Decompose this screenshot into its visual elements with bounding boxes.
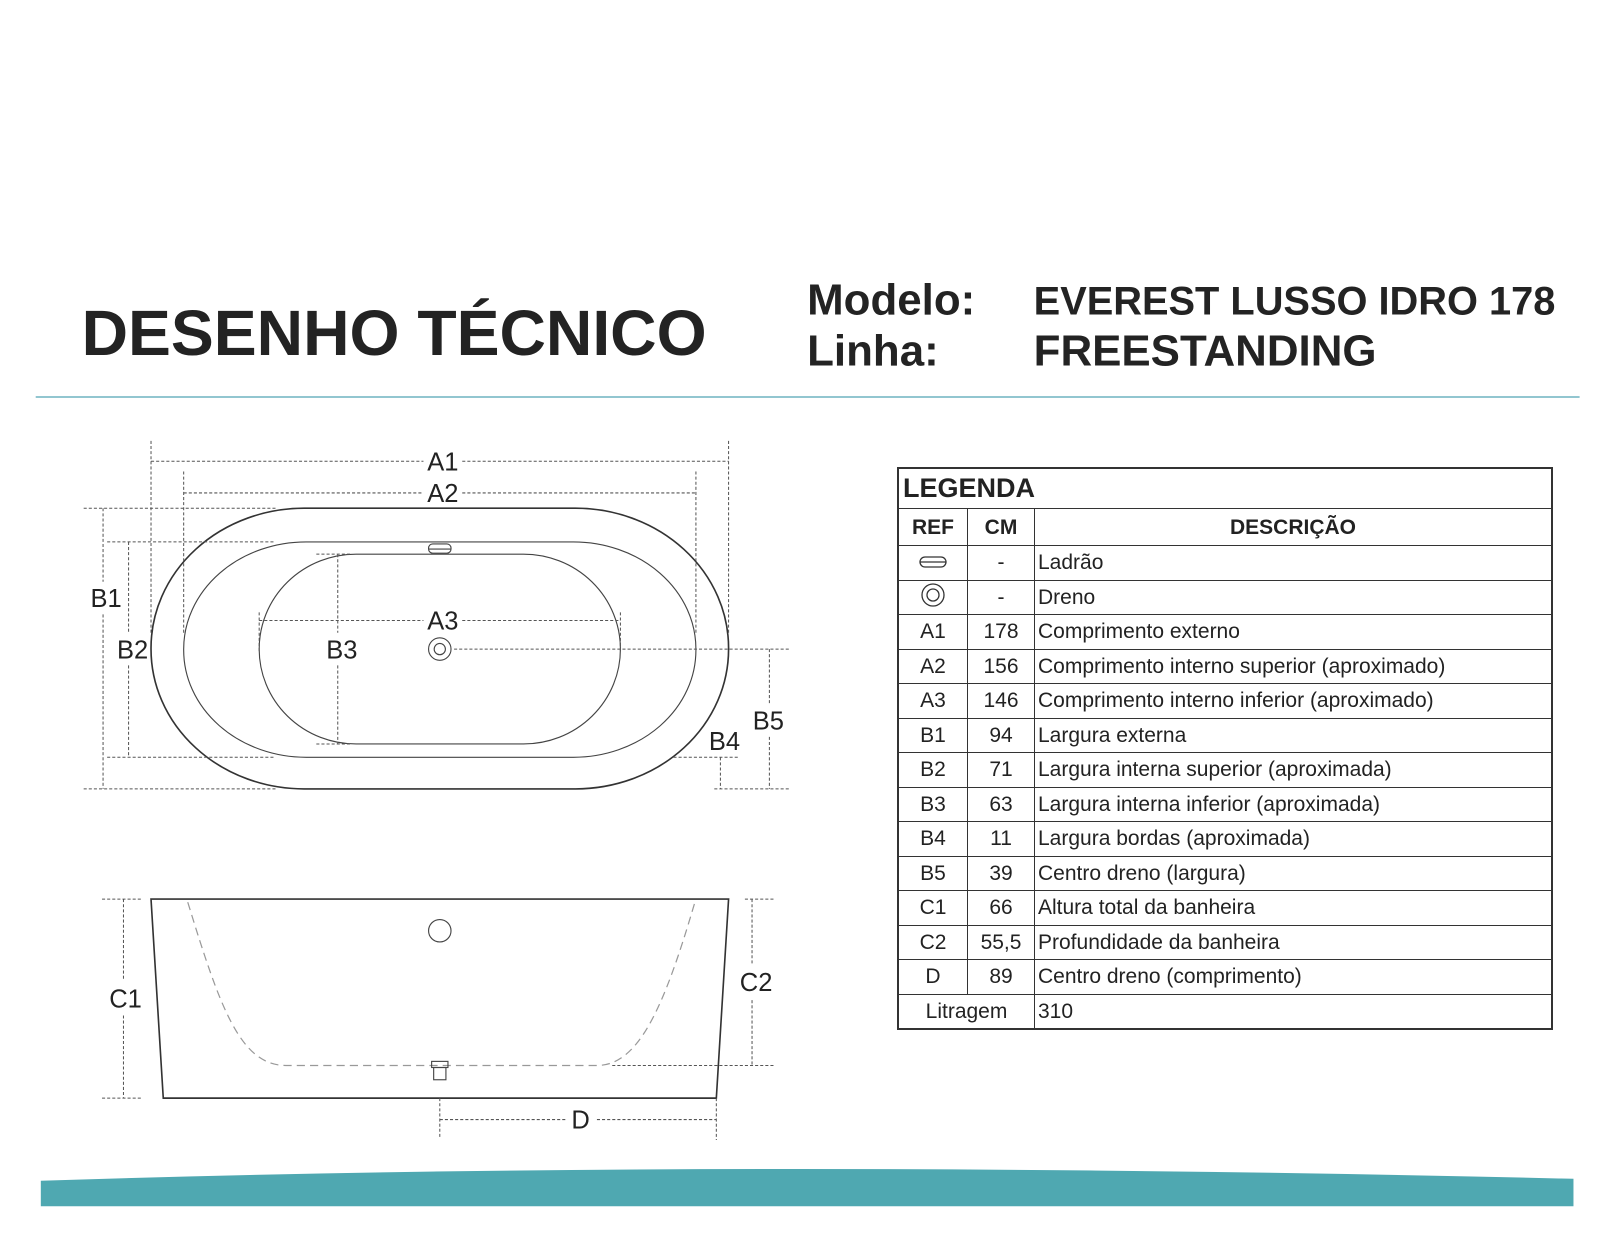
overflow-icon [428,543,452,554]
cm-value: 89 [967,959,1035,995]
drain-icon [897,579,968,615]
table-row: - Ladrão [897,545,1553,581]
description: Largura interna inferior (aproximada) [1034,786,1553,822]
drain-icon [428,637,452,661]
tub-profile [150,898,730,1099]
description: Centro dreno (largura) [1034,855,1553,891]
legend-table: LEGENDA REF CM DESCRIÇÃO - Ladrão - Dren… [897,467,1553,1030]
dim-label-c1: C1 [109,985,142,1013]
dim-label-d: D [571,1107,589,1135]
dim-label-b5: B5 [753,708,784,736]
ref: A3 [897,683,968,719]
dim-label-a1: A1 [427,448,458,476]
cm-value: 156 [967,648,1035,684]
overflow-icon [897,545,968,581]
table-row-litragem: Litragem 310 [897,993,1553,1030]
column-header-ref: REF [897,508,968,546]
ref: A1 [897,614,968,650]
description: Profundidade da banheira [1034,924,1553,960]
model-value: EVEREST LUSSO IDRO 178 [1034,279,1556,323]
page-title: DESENHO TÉCNICO [82,297,707,369]
outer-rim [150,507,730,790]
line-value: FREESTANDING [1034,326,1377,375]
legend-title: LEGENDA [897,467,1553,509]
ref: B4 [897,821,968,857]
litragem-label: Litragem [897,993,1035,1030]
overflow-hole [428,918,452,943]
table-row: - Dreno [897,579,1553,615]
cm-value: - [967,579,1035,615]
dim-label-b4: B4 [709,728,740,756]
ref: B5 [897,855,968,891]
dim-label-a2: A2 [427,480,458,508]
description: Comprimento interno superior (aproximado… [1034,648,1553,684]
cm-value: - [967,545,1035,581]
top-view: A1 A2 A3 B1 B2 B3 B4 B5 [83,440,791,790]
dim-label-b3: B3 [326,636,357,664]
side-view: C1 C2 D [102,898,774,1140]
cm-value: 63 [967,786,1035,822]
description: Altura total da banheira [1034,890,1553,926]
column-header-cm: CM [967,508,1035,546]
cm-value: 11 [967,821,1035,857]
ref: B2 [897,752,968,788]
column-header-description: DESCRIÇÃO [1034,508,1553,546]
basin-floor [258,553,621,745]
cm-value: 66 [967,890,1035,926]
description: Largura bordas (aproximada) [1034,821,1553,857]
ref: D [897,959,968,995]
ref: C1 [897,890,968,926]
dim-label-a3: A3 [427,608,458,636]
description: Comprimento interno inferior (aproximado… [1034,683,1553,719]
drain-fitting [431,1060,449,1081]
description: Ladrão [1034,545,1553,581]
description: Dreno [1034,579,1553,615]
line-label: Linha: [807,326,939,375]
description: Largura externa [1034,717,1553,753]
description: Centro dreno (comprimento) [1034,959,1553,995]
dim-label-b1: B1 [91,585,122,613]
cm-value: 71 [967,752,1035,788]
dim-label-c2: C2 [740,969,773,997]
description: Comprimento externo [1034,614,1553,650]
cm-value: 55,5 [967,924,1035,960]
model-label: Modelo: [807,275,975,324]
description: Largura interna superior (aproximada) [1034,752,1553,788]
cm-value: 39 [967,855,1035,891]
cm-value: 178 [967,614,1035,650]
ref: C2 [897,924,968,960]
litragem-value: 310 [1034,993,1553,1030]
footer-wave-band [40,1169,1574,1207]
cm-value: 146 [967,683,1035,719]
dim-label-b2: B2 [117,636,148,664]
cm-value: 94 [967,717,1035,753]
ref: A2 [897,648,968,684]
basin-profile [187,901,696,1067]
ref: B3 [897,786,968,822]
ref: B1 [897,717,968,753]
